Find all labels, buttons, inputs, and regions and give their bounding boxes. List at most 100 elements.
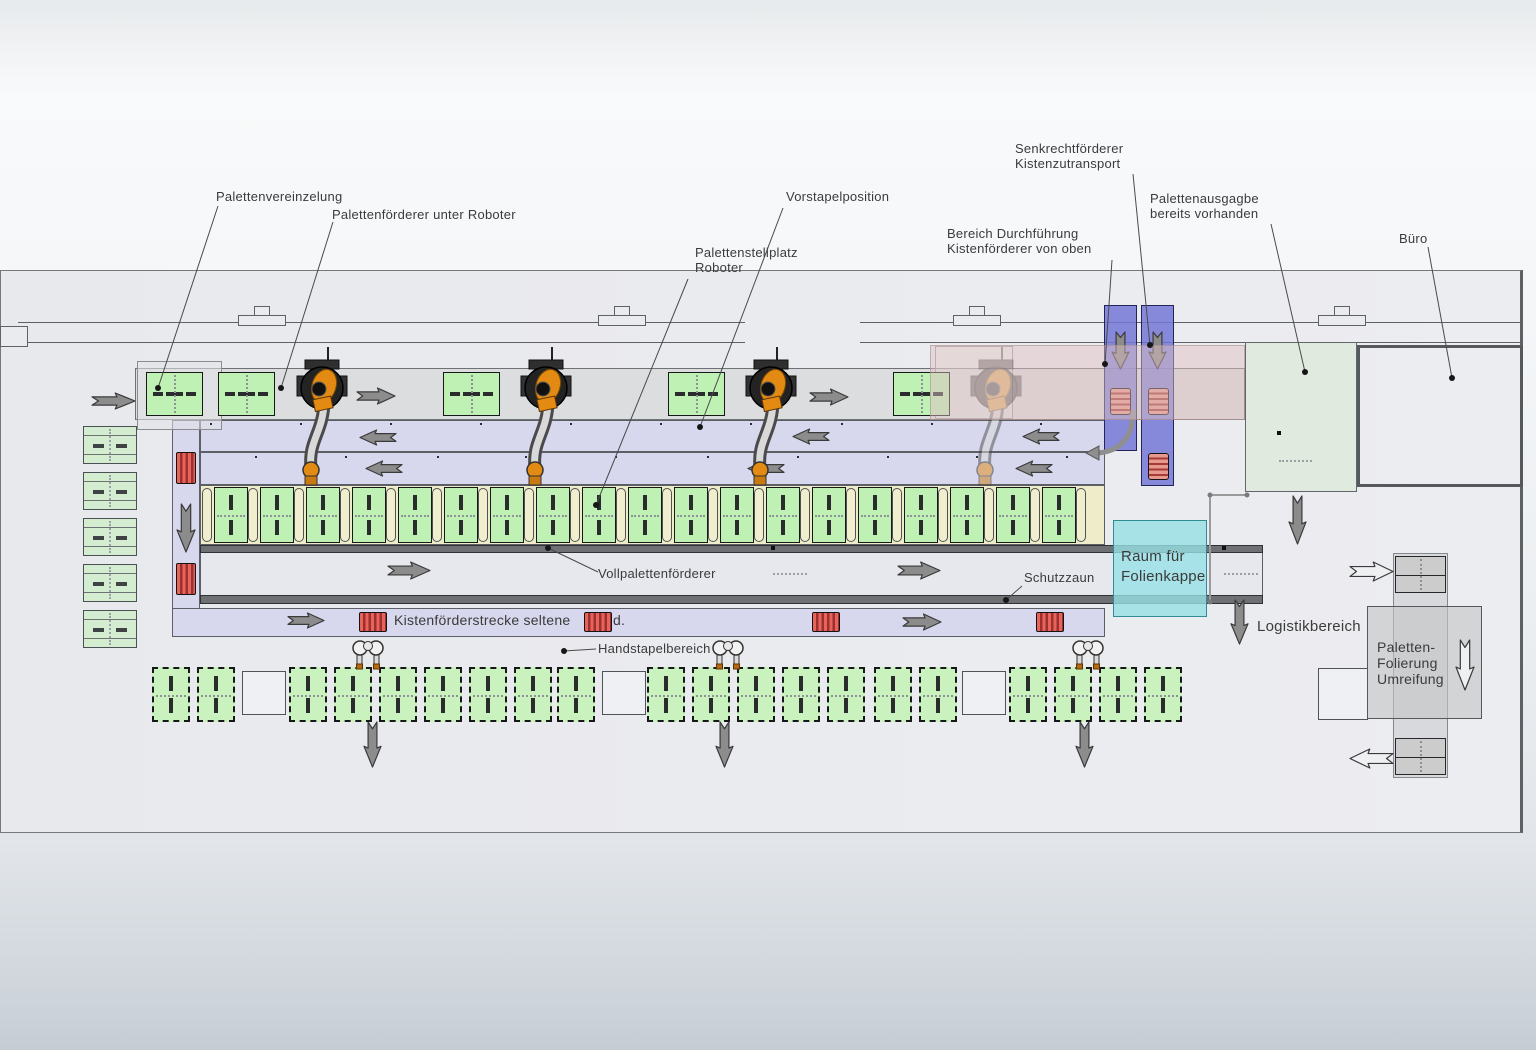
leader-dot <box>1102 361 1108 367</box>
arrow-down-icon <box>363 721 382 768</box>
arrow-left-icon <box>792 428 830 445</box>
leader-line <box>1005 585 1023 601</box>
green-pallet <box>218 372 275 416</box>
empty-slot-square <box>602 671 646 715</box>
green-pallet-hand <box>469 667 507 722</box>
empty-slot-square <box>242 671 286 715</box>
palletizing-robot-icon <box>520 347 572 486</box>
green-pallet <box>1042 487 1076 543</box>
leader-line <box>1132 173 1151 346</box>
green-pallet <box>306 487 340 543</box>
green-pallet <box>904 487 938 543</box>
leader-dot <box>1003 597 1009 603</box>
conveyor-rail-top <box>200 545 1263 553</box>
wall-band-0 <box>18 322 745 343</box>
arrow-down-icon <box>1075 721 1094 768</box>
crate <box>1148 453 1169 480</box>
leader-line <box>1270 223 1306 373</box>
pallet-stack <box>83 426 137 464</box>
pallet-slot-separator <box>248 488 258 542</box>
crate-conveyor-rare-products <box>172 608 1105 637</box>
green-pallet-hand <box>289 667 327 722</box>
label-handstapelbereich: Handstapelbereich <box>598 641 711 656</box>
pallet-slot-separator <box>938 488 948 542</box>
arrow-left-icon <box>1015 460 1053 477</box>
green-pallet <box>720 487 754 543</box>
label-buero: Büro <box>1399 231 1428 246</box>
green-pallet-hand <box>782 667 820 722</box>
leader-dot <box>697 424 703 430</box>
green-pallet <box>893 372 950 416</box>
arrow-left-icon <box>1022 428 1060 445</box>
leader-line <box>157 205 219 389</box>
pallet-stack <box>83 610 137 648</box>
crate-pair <box>345 456 379 482</box>
gray-pallet-stack <box>1395 556 1446 593</box>
pallet-slot-separator <box>478 488 488 542</box>
crate-conveyor-upper <box>200 420 1105 452</box>
arrow-right-icon <box>809 388 849 406</box>
green-pallet-hand <box>1009 667 1047 722</box>
pallet-slot-separator <box>1030 488 1040 542</box>
leader-dot <box>545 545 551 551</box>
green-pallet <box>628 487 662 543</box>
leader-line <box>1427 246 1453 379</box>
crate-pair <box>255 456 289 482</box>
pallet-stack <box>83 472 137 510</box>
leader-line <box>1104 259 1113 365</box>
arrow-right-icon <box>897 561 941 580</box>
arrow-right-icon <box>356 387 396 405</box>
arrow-down-icon <box>176 503 196 553</box>
label-palettenstellplatz-roboter: Palettenstellplatz Roboter <box>695 245 798 275</box>
crate <box>1036 612 1064 632</box>
curved-arrow-head-icon <box>1084 445 1100 461</box>
label-logistikbereich: Logistikbereich <box>1257 618 1361 635</box>
pallet-slot-separator <box>1076 488 1086 542</box>
label-schutzzaun: Schutzzaun <box>1024 570 1095 585</box>
pallet-slot-separator <box>432 488 442 542</box>
arrow-down-icon <box>1230 599 1249 645</box>
pallet-slot-separator <box>754 488 764 542</box>
crate <box>1110 388 1131 415</box>
crate <box>176 563 196 595</box>
green-pallet-hand <box>874 667 912 722</box>
outline-arrow-left-icon <box>1349 748 1394 769</box>
leader-dot <box>561 648 567 654</box>
crate-conveyor-lower <box>200 452 1105 485</box>
arrow-left-icon <box>359 429 397 446</box>
label-vorstapelposition: Vorstapelposition <box>786 189 890 204</box>
green-pallet <box>214 487 248 543</box>
crate-pair <box>1066 456 1100 482</box>
green-pallet <box>490 487 524 543</box>
wall-notch <box>0 326 28 347</box>
leader-dot <box>1147 342 1153 348</box>
green-pallet <box>668 372 725 416</box>
crate-pair <box>750 423 784 449</box>
wall-column-base-3 <box>1318 315 1366 326</box>
pallet-wrapping-area <box>1367 606 1482 719</box>
leader-dot <box>1302 369 1308 375</box>
palletizing-robot-icon <box>970 347 1022 486</box>
green-pallet <box>766 487 800 543</box>
pallet-slot-separator <box>570 488 580 542</box>
arrow-down-icon <box>715 721 734 768</box>
pallet-slot-separator <box>386 488 396 542</box>
crate-pair <box>887 456 921 482</box>
pallet-stack <box>83 518 137 556</box>
crate <box>176 452 196 484</box>
green-pallet <box>858 487 892 543</box>
green-pallet <box>443 372 500 416</box>
arrow-down-icon <box>1148 331 1167 370</box>
label-vollpalettenfoerderer: Vollpalettenförderer <box>598 566 716 581</box>
green-pallet <box>950 487 984 543</box>
green-pallet <box>352 487 386 543</box>
arrow-down-icon <box>1288 495 1307 545</box>
palletizing-robot-icon <box>296 347 348 486</box>
green-pallet-hand <box>647 667 685 722</box>
crate-pair <box>1040 423 1074 449</box>
green-pallet <box>146 372 203 416</box>
green-pallet-hand <box>692 667 730 722</box>
label-kistenfoerderstrecke-suffix: d. <box>613 612 626 628</box>
